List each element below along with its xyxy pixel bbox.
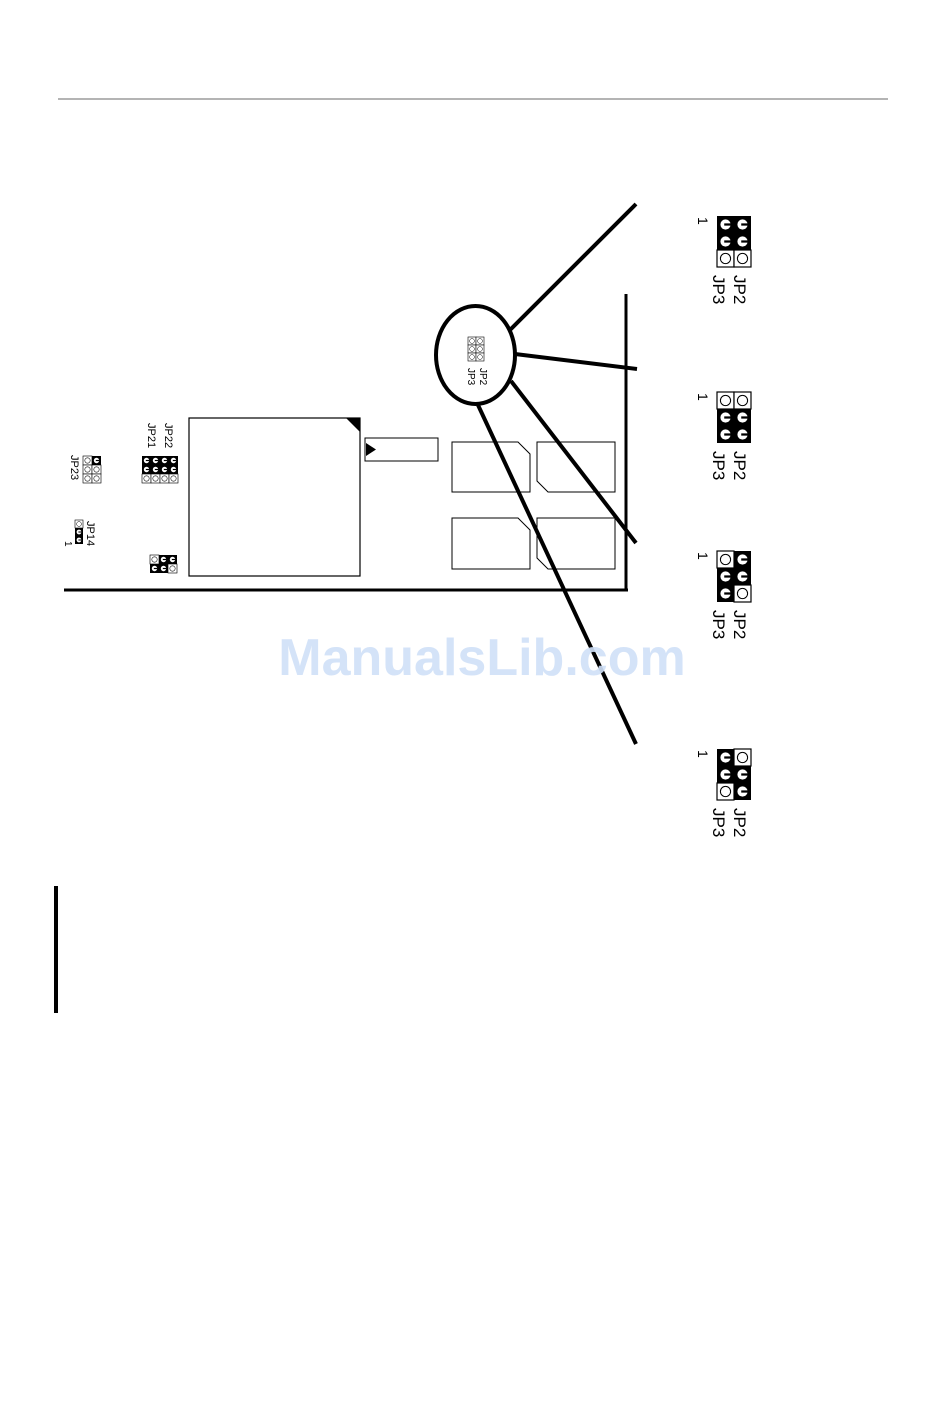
label-jp21: JP21 xyxy=(145,423,157,448)
setting-3-jp3-label: JP3 xyxy=(709,610,728,639)
open-pin-icon xyxy=(717,392,734,409)
jumper-cap-icon xyxy=(717,568,734,585)
label-jp2-small: JP2 xyxy=(477,368,488,386)
aux-board-pins xyxy=(150,555,177,573)
open-pin-icon xyxy=(717,250,734,267)
open-pin-icon xyxy=(734,749,751,766)
open-pin-icon xyxy=(734,585,751,602)
jumper-cap-icon xyxy=(717,749,734,766)
jumper-cap-icon xyxy=(159,564,168,573)
open-pin-icon xyxy=(476,337,484,345)
open-pin-icon xyxy=(734,392,751,409)
setting-3-jp2-label: JP2 xyxy=(730,610,749,639)
open-pin-icon xyxy=(92,465,101,474)
jumper-cap-icon xyxy=(92,456,101,465)
open-pin-icon xyxy=(160,474,169,483)
open-pin-icon xyxy=(151,474,160,483)
chip-c xyxy=(452,518,530,569)
label-jp22: JP22 xyxy=(162,423,174,448)
pin-one-marker-jp14: 1 xyxy=(62,541,73,547)
setting-2-jp3-label: JP3 xyxy=(709,451,728,480)
open-pin-icon xyxy=(476,345,484,353)
open-pin-icon xyxy=(75,520,83,528)
open-pin-icon xyxy=(168,564,177,573)
setting-1-jp2-label: JP2 xyxy=(730,275,749,304)
open-pin-icon xyxy=(734,250,751,267)
jumper-cap-icon xyxy=(734,551,751,568)
jumper-cap-icon xyxy=(160,456,169,465)
jumper-cap-icon xyxy=(734,216,751,233)
open-pin-icon xyxy=(83,474,92,483)
setting-2-pin-one: 1 xyxy=(695,393,711,401)
jumper-cap-icon xyxy=(717,216,734,233)
open-pin-icon xyxy=(468,353,476,361)
label-jp23: JP23 xyxy=(68,455,80,480)
setting-4-pin-one: 1 xyxy=(695,750,711,758)
jumper-cap-icon xyxy=(151,456,160,465)
jumper-cap-icon xyxy=(734,766,751,783)
jumper-cap-icon xyxy=(734,233,751,250)
jumper-cap-icon xyxy=(75,536,83,544)
jumper-cap-icon xyxy=(169,456,178,465)
setting-3-pin-one: 1 xyxy=(695,552,711,560)
open-pin-icon xyxy=(468,345,476,353)
open-pin-icon xyxy=(83,465,92,474)
open-pin-icon xyxy=(150,555,159,564)
jumper-cap-icon xyxy=(159,555,168,564)
setting-3-jumper-block xyxy=(717,551,751,602)
memory-chips xyxy=(452,442,615,569)
jp14-board-pins xyxy=(75,520,83,544)
jumper-cap-icon xyxy=(168,555,177,564)
open-pin-icon xyxy=(476,353,484,361)
setting-1-jp3-label: JP3 xyxy=(709,275,728,304)
open-pin-icon xyxy=(92,474,101,483)
jumper-cap-icon xyxy=(75,528,83,536)
setting-labels: 1 JP2 JP3 1 JP2 JP3 1 JP2 JP3 1 JP2 JP3 xyxy=(695,217,749,837)
jp21-jp22-board-pins xyxy=(142,456,178,483)
jumper-cap-icon xyxy=(151,465,160,474)
jumper-cap-icon xyxy=(169,465,178,474)
main-chip xyxy=(189,418,360,576)
setting-1-jumper-block xyxy=(717,216,751,267)
jumper-cap-icon xyxy=(160,465,169,474)
open-pin-icon xyxy=(169,474,178,483)
slot-connector xyxy=(365,438,438,461)
jumper-cap-icon xyxy=(717,766,734,783)
jumper-cap-icon xyxy=(717,426,734,443)
jumper-cap-icon xyxy=(734,409,751,426)
jp2-jp3-board-pins xyxy=(468,337,484,361)
jumper-cap-icon xyxy=(734,568,751,585)
setting-4-jp2-label: JP2 xyxy=(730,808,749,837)
setting-4-jumper-block xyxy=(717,749,751,800)
jumper-cap-icon xyxy=(142,456,151,465)
jumper-cap-icon xyxy=(717,233,734,250)
jumper-cap-icon xyxy=(734,783,751,800)
jumper-cap-icon xyxy=(717,409,734,426)
jumper-cap-icon xyxy=(142,465,151,474)
open-pin-icon xyxy=(83,456,92,465)
jp23-board-pins xyxy=(83,456,101,483)
label-jp3-small: JP3 xyxy=(465,368,476,386)
setting-1-pin-one: 1 xyxy=(695,217,711,225)
jumper-cap-icon xyxy=(150,564,159,573)
jumper-cap-icon xyxy=(717,585,734,602)
setting-2-jumper-block xyxy=(717,392,751,443)
jumper-cap-icon xyxy=(734,426,751,443)
open-pin-icon xyxy=(717,783,734,800)
label-jp14: JP14 xyxy=(84,521,96,546)
setting-4-jp3-label: JP3 xyxy=(709,808,728,837)
watermark: ManualsLib.com xyxy=(278,629,685,687)
open-pin-icon xyxy=(717,551,734,568)
open-pin-icon xyxy=(142,474,151,483)
chip-a xyxy=(452,442,530,492)
setting-2-jp2-label: JP2 xyxy=(730,451,749,480)
open-pin-icon xyxy=(468,337,476,345)
